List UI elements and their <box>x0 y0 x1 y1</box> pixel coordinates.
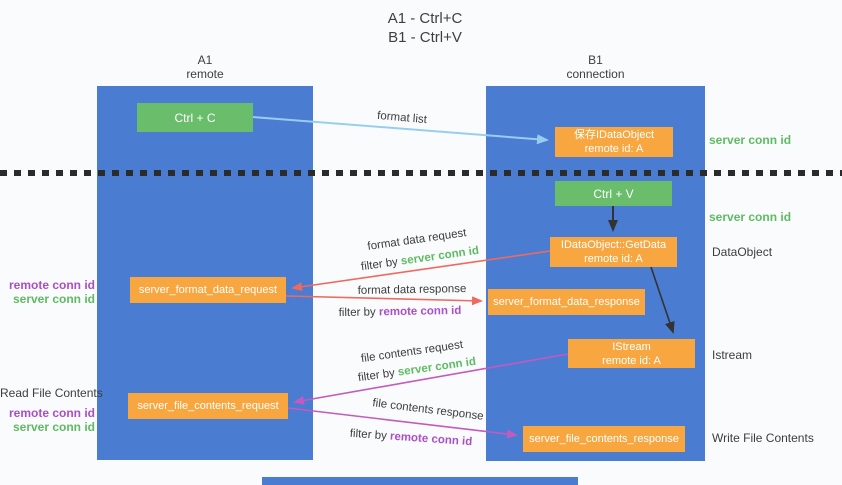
filter-prefix-1: filter by <box>360 255 402 274</box>
node-idataobject-getdata: IDataObject::GetData remote id: A <box>550 237 677 267</box>
node-server-format-data-response-label: server_format_data_response <box>493 296 640 308</box>
lane-a1-subtitle: remote <box>186 67 224 81</box>
node-istream-line2: remote id: A <box>602 354 661 367</box>
node-server-file-contents-response: server_file_contents_response <box>523 426 685 452</box>
node-save-idataobject-line2: remote id: A <box>584 143 644 155</box>
node-istream-line1: IStream <box>612 340 651 353</box>
diagram-title: A1 - Ctrl+C B1 - Ctrl+V <box>330 9 520 47</box>
arrow-format-data-response <box>285 295 483 306</box>
label-remote-conn-id-left-1: remote conn id <box>8 278 95 292</box>
label-server-conn-id-right-mid: server conn id <box>709 210 792 224</box>
lane-header-b1: B1 connection <box>486 53 705 81</box>
node-idataobject-getdata-line2: remote id: A <box>584 253 643 265</box>
lane-a1-title: A1 <box>197 53 213 67</box>
bottom-window-edge <box>262 477 578 485</box>
node-server-format-data-request: server_format_data_request <box>130 277 286 303</box>
node-server-format-data-response: server_format_data_response <box>488 289 645 315</box>
edge-label-filter-by-remote-conn-id-2: filter by remote conn id <box>349 428 472 449</box>
label-server-conn-id-left-1: server conn id <box>12 292 95 306</box>
node-server-file-contents-response-label: server_file_contents_response <box>529 433 679 445</box>
label-remote-conn-id-left-2: remote conn id <box>8 406 95 420</box>
node-ctrl-c-label: Ctrl + C <box>174 110 216 125</box>
node-idataobject-getdata-line1: IDataObject::GetData <box>560 239 667 251</box>
edge-label-file-contents-response: file contents response <box>371 397 485 423</box>
node-save-idataobject: 保存IDataObject remote id: A <box>555 127 673 157</box>
label-server-conn-id-right-top: server conn id <box>709 133 792 147</box>
filter-value-remote-conn-id-1: remote conn id <box>378 304 462 319</box>
filter-prefix-4: filter by <box>349 427 391 443</box>
label-istream: Istream <box>712 348 753 362</box>
filter-prefix-2: filter by <box>338 306 380 320</box>
edge-label-format-list: format list <box>376 109 428 127</box>
label-write-file-contents: Write File Contents <box>712 431 814 445</box>
edge-label-filter-by-remote-conn-id-1: filter by remote conn id <box>339 305 462 319</box>
node-ctrl-v-label: Ctrl + V <box>593 186 634 201</box>
filter-prefix-3: filter by <box>357 366 399 385</box>
lane-b1-title: B1 <box>588 53 603 67</box>
node-server-file-contents-request: server_file_contents_request <box>128 393 288 419</box>
node-server-format-data-request-label: server_format_data_request <box>138 284 278 296</box>
diagram-title-line1: A1 - Ctrl+C <box>387 10 463 27</box>
node-ctrl-v: Ctrl + V <box>555 181 672 206</box>
filter-value-server-conn-id-1: server conn id <box>400 244 480 268</box>
label-read-file-contents: Read File Contents <box>0 386 103 400</box>
node-server-file-contents-request-label: server_file_contents_request <box>137 400 279 412</box>
lane-header-a1: A1 remote <box>97 53 313 81</box>
diagram-title-line2: B1 - Ctrl+V <box>388 29 462 46</box>
label-server-conn-id-left-2: server conn id <box>12 420 95 434</box>
node-ctrl-c: Ctrl + C <box>137 103 253 132</box>
lane-b1-subtitle: connection <box>566 67 625 81</box>
edge-label-format-data-response: format data response <box>357 283 467 297</box>
label-dataobject: DataObject <box>712 245 773 259</box>
filter-value-remote-conn-id-2: remote conn id <box>389 430 473 449</box>
node-istream: IStream remote id: A <box>568 339 695 368</box>
filter-value-server-conn-id-2: server conn id <box>397 355 477 379</box>
node-save-idataobject-line1: 保存IDataObject <box>573 129 655 141</box>
